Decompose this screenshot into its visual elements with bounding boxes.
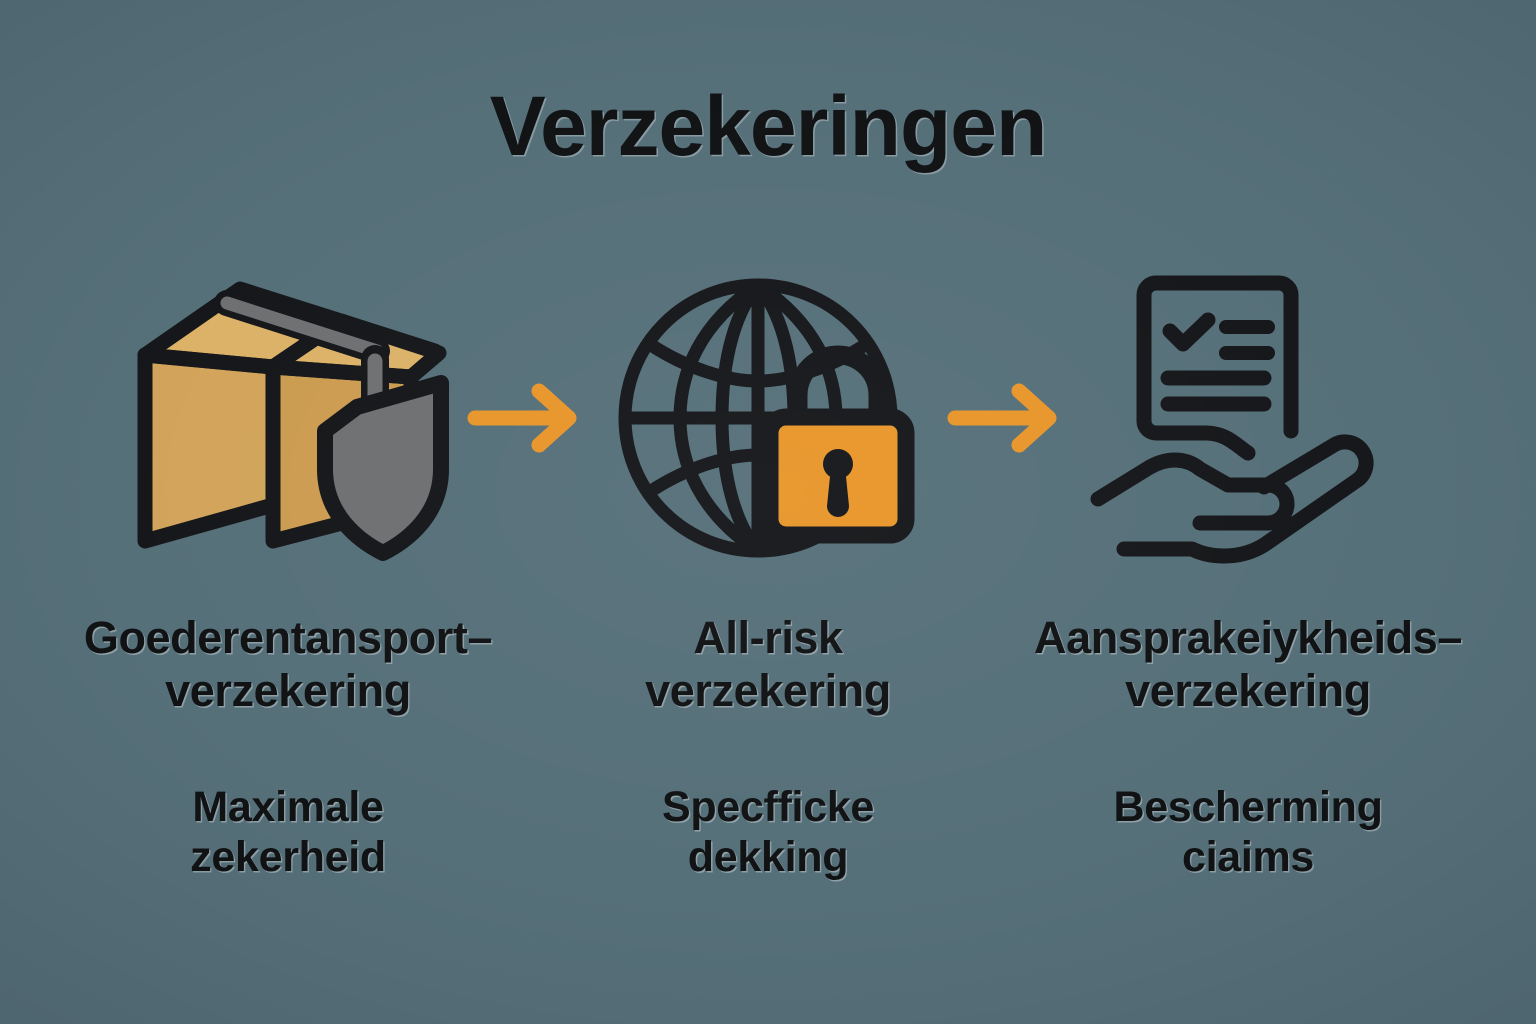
label-insurance-3: Aansprakeiykheids– verzekering — [1008, 612, 1488, 717]
shield-badge — [317, 375, 449, 561]
label-insurance-1-line2: verzekering — [165, 664, 411, 716]
box-tape — [214, 290, 390, 411]
sublabel-benefit-3-line1: Bescherming — [1113, 783, 1383, 831]
page-title: Verzekeringen — [489, 79, 1048, 173]
package-shield-icon — [137, 281, 449, 561]
globe-lock-icon — [618, 278, 915, 558]
sublabel-benefit-1: Maximale zekerheid — [48, 782, 528, 883]
label-row-sub: Maximale zekerheid Specfficke dekking Be… — [0, 782, 1536, 883]
document-hand-icon — [1090, 275, 1374, 564]
label-insurance-3-line2: verzekering — [1125, 664, 1371, 716]
icon-cell-1 — [123, 268, 453, 568]
sublabel-benefit-2-line1: Specfficke — [661, 783, 875, 831]
label-insurance-1-line1: Goederentansport– — [83, 612, 493, 663]
padlock-icon — [761, 345, 915, 544]
label-insurance-1: Goederentansport– verzekering — [48, 612, 528, 717]
icon-cell-3 — [1083, 268, 1413, 568]
label-insurance-2: All-risk verzekering — [528, 612, 1008, 717]
arrow-cell-1 — [453, 268, 603, 568]
icon-row — [0, 268, 1536, 568]
arrow-right-icon — [467, 383, 577, 453]
label-row-main: Goederentansport– verzekering All-risk v… — [0, 612, 1536, 717]
sublabel-benefit-3-line2: ciaims — [1181, 833, 1315, 882]
arrow-cell-2 — [933, 268, 1083, 568]
label-insurance-2-line2: verzekering — [645, 664, 891, 716]
sublabel-benefit-3: Bescherming ciaims — [1008, 782, 1488, 883]
sublabel-benefit-1-line2: zekerheid — [190, 833, 386, 882]
arrow-right-icon — [947, 383, 1057, 453]
icon-cell-2 — [603, 268, 933, 568]
sublabel-benefit-1-line1: Maximale — [192, 783, 384, 831]
label-insurance-3-line1: Aansprakeiykheids– — [1033, 612, 1463, 663]
sublabel-benefit-2-line2: dekking — [687, 833, 849, 882]
sublabel-benefit-2: Specfficke dekking — [528, 782, 1008, 883]
label-insurance-2-line1: All-risk — [693, 612, 843, 663]
